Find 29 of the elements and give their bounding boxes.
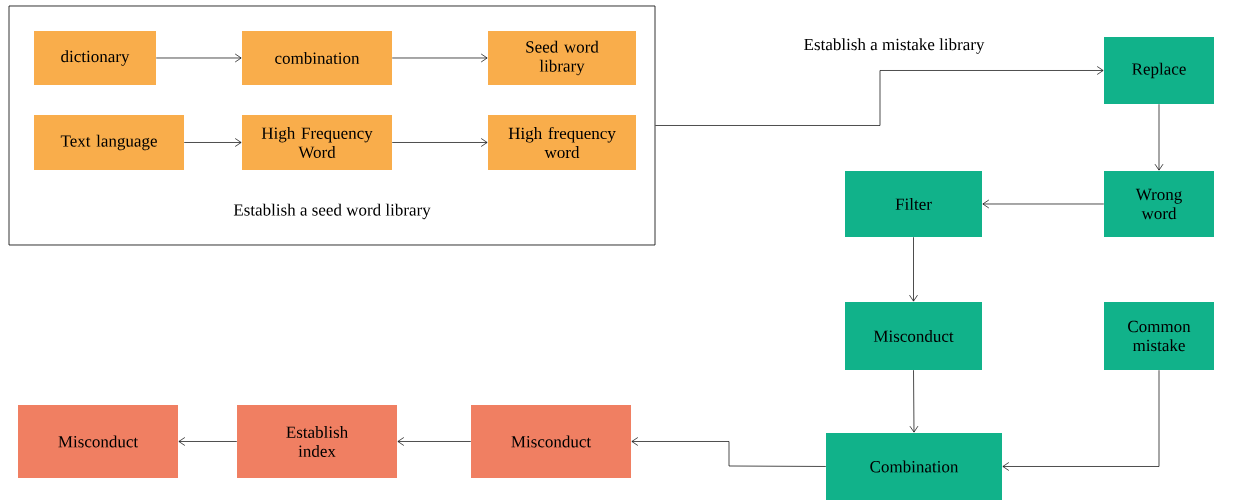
arrow [1002,369,1160,471]
process-box: Filter [845,171,982,237]
process-box: Misconduct [18,405,178,478]
arrow [909,369,919,433]
edge-label: Establish a mistake library [802,37,986,55]
arrow [183,138,242,147]
arrow [391,53,488,63]
arrow [155,53,242,63]
arrow [982,199,1105,209]
process-box: Establish index [237,405,397,478]
arrow [1154,103,1164,171]
process-box: High frequency word [488,115,636,170]
process-box: Common mistake [1104,302,1214,370]
process-box: dictionary [34,31,156,85]
process-box: Combination [826,433,1002,500]
process-box: Seed word library [488,31,636,85]
arrow [909,236,918,302]
process-box: combination [242,31,392,85]
arrow [397,437,472,446]
arrow [631,437,827,467]
arrow [655,66,1104,126]
process-box: Replace [1104,37,1214,104]
process-box: Text language [34,115,184,170]
process-box: Misconduct [471,405,631,478]
process-box: Wrong word [1104,171,1214,237]
arrow [178,437,238,446]
arrow [391,138,488,147]
process-box: Misconduct [845,302,982,370]
process-box: High Frequency Word [242,115,392,170]
